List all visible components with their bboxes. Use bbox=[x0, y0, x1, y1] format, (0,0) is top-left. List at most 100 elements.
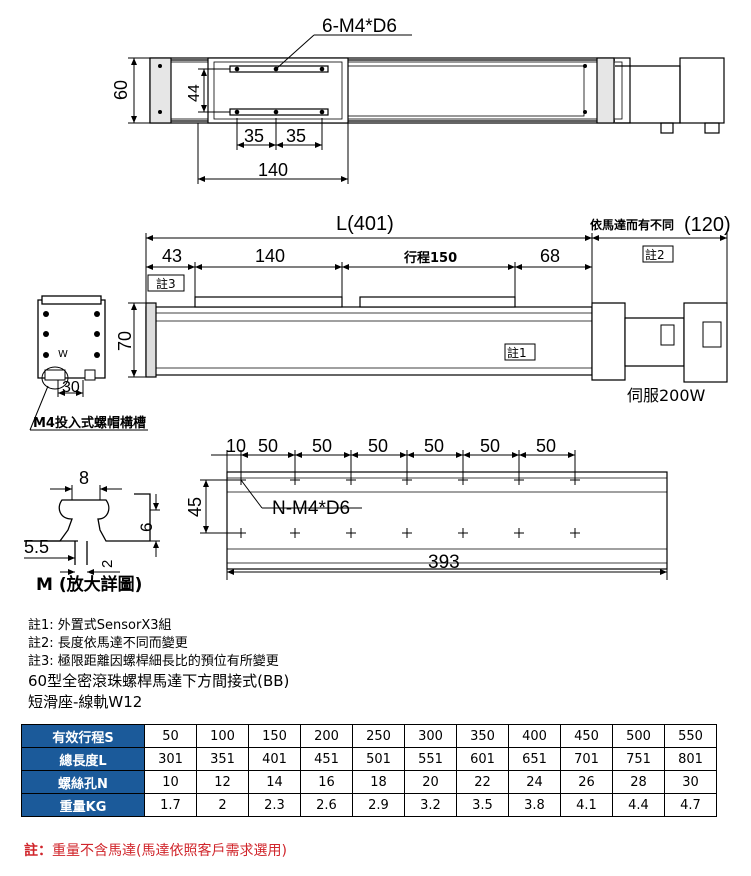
detail-dim-6: 6 bbox=[137, 523, 156, 532]
table-cell: 22 bbox=[456, 770, 509, 794]
table-cell: 200 bbox=[300, 724, 353, 748]
table-cell: 12 bbox=[196, 770, 249, 794]
table-cell: 601 bbox=[456, 747, 509, 771]
table-cell: 4.7 bbox=[664, 793, 717, 817]
table-cell: 550 bbox=[664, 724, 717, 748]
subtitle-rail: 短滑座-線軌W12 bbox=[28, 693, 143, 711]
table-cell: 16 bbox=[300, 770, 353, 794]
table-cell: 300 bbox=[404, 724, 457, 748]
note-3: 註3: 極限距離因螺桿細長比的預位有所變更 bbox=[28, 654, 279, 669]
footnote-prefix: 註： bbox=[24, 843, 52, 859]
table-cell: 351 bbox=[196, 747, 249, 771]
table-cell: 4.4 bbox=[612, 793, 665, 817]
table-cell: 450 bbox=[560, 724, 613, 748]
table-cell: 50 bbox=[144, 724, 197, 748]
table-cell: 30 bbox=[664, 770, 717, 794]
top-view-dims bbox=[128, 34, 412, 184]
table-cell: 801 bbox=[664, 747, 717, 771]
note2-tag-box bbox=[642, 245, 674, 263]
end-detail-circle bbox=[41, 366, 69, 390]
side-dim-68: 68 bbox=[540, 246, 560, 266]
table-cell: 350 bbox=[456, 724, 509, 748]
detail-dim-8: 8 bbox=[79, 468, 89, 488]
table-cell: 14 bbox=[248, 770, 301, 794]
rail-dim-width: 45 bbox=[185, 497, 205, 517]
table-cell: 3.2 bbox=[404, 793, 457, 817]
table-cell: 28 bbox=[612, 770, 665, 794]
end-nut-label: M4投入式螺帽構槽 bbox=[33, 415, 146, 431]
table-row: 總長度L 301 351 401 451 501 551 601 651 701… bbox=[21, 747, 717, 771]
table-cell: 2 bbox=[196, 793, 249, 817]
top-dim-pitch-b: 35 bbox=[286, 126, 306, 146]
rail-dim-length: 393 bbox=[428, 552, 460, 573]
rail-pitch-labels: 10 50 50 50 50 50 50 bbox=[226, 436, 556, 456]
note3-tag-box bbox=[147, 274, 185, 292]
rail-pitch-4: 50 bbox=[424, 436, 444, 456]
table-cell: 1.7 bbox=[144, 793, 197, 817]
table-cell: 2.9 bbox=[352, 793, 405, 817]
table-cell: 401 bbox=[248, 747, 301, 771]
rail-dims bbox=[200, 450, 668, 580]
side-view bbox=[145, 245, 728, 383]
rail-holes bbox=[236, 475, 580, 538]
footnote-text: 重量不含馬達(馬達依照客戶需求選用) bbox=[52, 843, 287, 859]
detail-m-title: M (放大詳圖) bbox=[36, 574, 142, 595]
table-cell: 20 bbox=[404, 770, 457, 794]
rail-pitch-3: 50 bbox=[368, 436, 388, 456]
detail-m-profile bbox=[24, 493, 151, 565]
end-dim-30: 30 bbox=[62, 379, 80, 396]
row-header-stroke: 有效行程S bbox=[21, 724, 145, 748]
note2-tag: 註2 bbox=[645, 248, 665, 262]
top-dim-width: 140 bbox=[258, 160, 288, 180]
side-motor-flange bbox=[591, 302, 626, 381]
side-body bbox=[145, 306, 593, 376]
top-dim-height: 60 bbox=[111, 80, 131, 100]
table-cell: 10 bbox=[144, 770, 197, 794]
end-w-label: W bbox=[58, 349, 68, 360]
side-motor-label: 伺服200W bbox=[627, 386, 706, 405]
table-cell: 500 bbox=[612, 724, 665, 748]
table-cell: 400 bbox=[508, 724, 561, 748]
table-cell: 4.1 bbox=[560, 793, 613, 817]
table-row: 有效行程S 50 100 150 200 250 300 350 400 450… bbox=[21, 724, 717, 748]
rail-pitch-2: 50 bbox=[312, 436, 332, 456]
table-cell: 2.6 bbox=[300, 793, 353, 817]
row-header-screw-holes: 螺絲孔N bbox=[21, 770, 145, 794]
note3-tag: 註3 bbox=[156, 277, 176, 291]
table-cell: 2.3 bbox=[248, 793, 301, 817]
spec-table: 有效行程S 50 100 150 200 250 300 350 400 450… bbox=[21, 724, 717, 817]
top-view bbox=[149, 57, 725, 134]
table-cell: 701 bbox=[560, 747, 613, 771]
rail-pitch-5: 50 bbox=[480, 436, 500, 456]
side-motor-body bbox=[683, 302, 728, 383]
side-dim-140: 140 bbox=[255, 246, 285, 266]
note1-tag: 註1 bbox=[507, 346, 527, 360]
rail-body bbox=[226, 471, 668, 570]
note-1: 註1: 外置式SensorX3組 bbox=[28, 618, 172, 633]
side-dim-43: 43 bbox=[162, 246, 182, 266]
footnote: 註：重量不含馬達(馬達依照客戶需求選用) bbox=[24, 840, 287, 860]
table-cell: 451 bbox=[300, 747, 353, 771]
rail-pitch-6: 50 bbox=[536, 436, 556, 456]
top-dim-inner-height: 44 bbox=[186, 84, 203, 102]
table-cell: 150 bbox=[248, 724, 301, 748]
note-2: 註2: 長度依馬達不同而變更 bbox=[28, 636, 188, 651]
rail-pitch-0: 10 bbox=[226, 436, 246, 456]
detail-m-dims bbox=[24, 485, 160, 575]
table-cell: 3.8 bbox=[508, 793, 561, 817]
note1-tag-box bbox=[504, 343, 536, 361]
side-motor-length: (120) bbox=[684, 214, 731, 236]
rail-callout: N-M4*D6 bbox=[272, 498, 350, 519]
end-view bbox=[29, 295, 148, 431]
detail-dim-5-5: 5.5 bbox=[24, 537, 49, 557]
side-motor-note: 依馬達而有不同 bbox=[590, 217, 674, 232]
table-cell: 501 bbox=[352, 747, 405, 771]
table-cell: 26 bbox=[560, 770, 613, 794]
table-cell: 551 bbox=[404, 747, 457, 771]
table-cell: 100 bbox=[196, 724, 249, 748]
row-header-weight: 重量KG bbox=[21, 793, 145, 817]
top-dim-pitch-a: 35 bbox=[244, 126, 264, 146]
table-cell: 651 bbox=[508, 747, 561, 771]
table-row: 重量KG 1.7 2 2.3 2.6 2.9 3.2 3.5 3.8 4.1 4… bbox=[21, 793, 717, 817]
side-view-dims bbox=[128, 233, 728, 378]
